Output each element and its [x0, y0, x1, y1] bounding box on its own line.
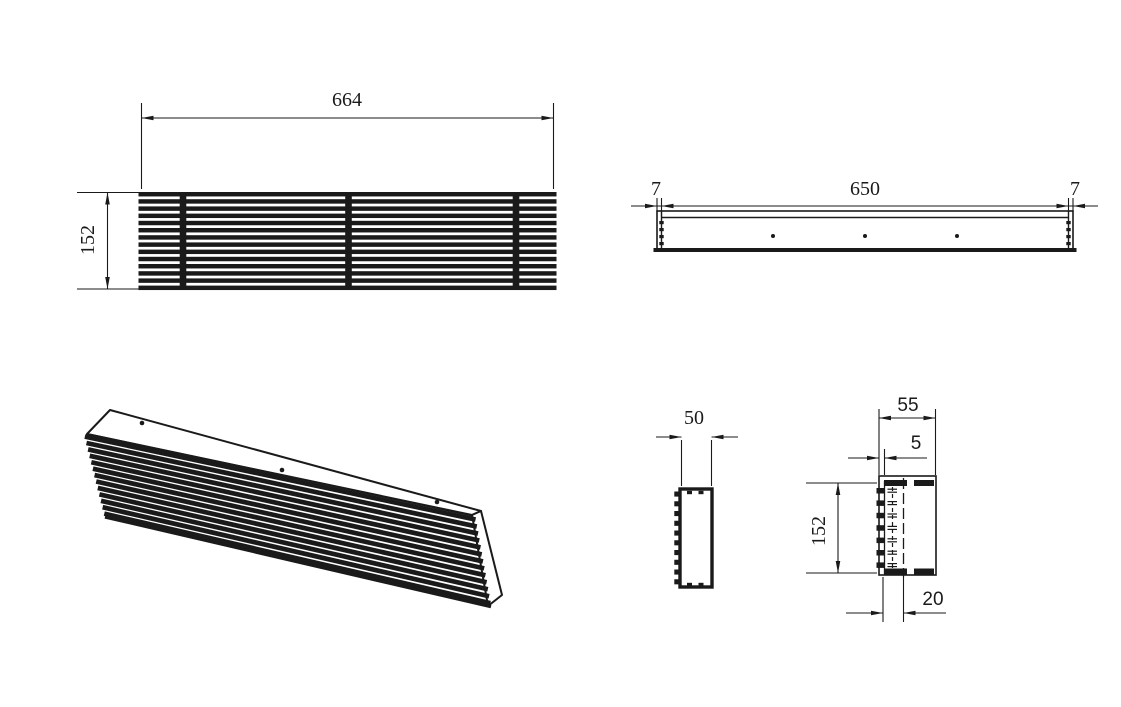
- section-height-dimension-label: 152: [808, 516, 830, 546]
- top-view-body: [653, 210, 1077, 252]
- section-offset-dimension-label: 20: [922, 589, 943, 610]
- front-height-dimension-label: 152: [77, 225, 99, 255]
- front-view: 664 152: [77, 89, 557, 291]
- side-dimension-lines: [656, 434, 738, 486]
- slat-grid: [138, 192, 557, 291]
- section-width-dimension-label: 55: [897, 395, 918, 416]
- top-right-end-dimension-label: 7: [1070, 178, 1080, 200]
- side-view: 50: [656, 407, 738, 589]
- section-dimension-lines: [806, 409, 946, 622]
- front-width-dimension-label: 664: [332, 89, 362, 111]
- front-dimension-lines: [77, 103, 555, 290]
- side-depth-dimension-label: 50: [684, 407, 704, 429]
- section-slat-depth-dimension-label: 5: [911, 433, 922, 454]
- top-view: 7 650 7: [631, 178, 1098, 252]
- section-view-body: [876, 475, 937, 577]
- side-view-body: [674, 487, 714, 589]
- top-left-end-dimension-label: 7: [651, 178, 661, 200]
- isometric-view: [84, 409, 503, 609]
- top-length-dimension-label: 650: [850, 178, 880, 200]
- top-dimension-lines: [631, 198, 1098, 217]
- section-view: 55 5 152 20: [806, 395, 946, 622]
